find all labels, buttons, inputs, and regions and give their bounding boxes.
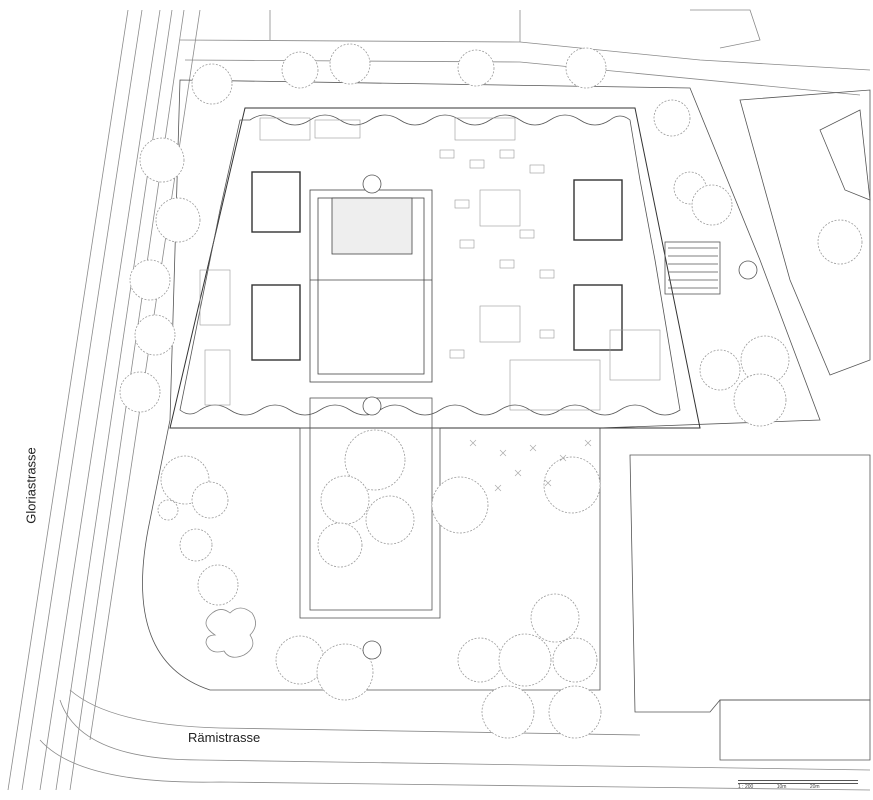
street-label-raemistrasse: Rämistrasse (188, 730, 261, 745)
site-boundary (142, 79, 821, 691)
central-hall (309, 189, 433, 383)
east-buildings (629, 89, 871, 761)
cloverleaf-pavilion (205, 607, 256, 658)
scale-tick-end: 20m (809, 784, 820, 790)
core-blocks (251, 171, 623, 361)
furniture (199, 117, 661, 411)
building-footprint (169, 107, 701, 429)
raemistrasse-road (39, 689, 871, 791)
scale-bar-line (738, 780, 858, 784)
wavy-floor-edge (179, 114, 681, 416)
east-stair (664, 241, 721, 295)
scale-ratio: 1 : 200 (738, 784, 754, 790)
scale-tick-mid: 10m (776, 784, 787, 790)
trees (119, 43, 863, 739)
north-street (179, 9, 871, 96)
gloriastrasse-road (7, 9, 201, 791)
planting-symbols (469, 439, 592, 492)
scale-bar: 1 : 200 10m 20m (738, 780, 858, 790)
spiral-stairs (362, 174, 758, 660)
street-label-gloriastrasse: Gloriastrasse (23, 447, 39, 524)
